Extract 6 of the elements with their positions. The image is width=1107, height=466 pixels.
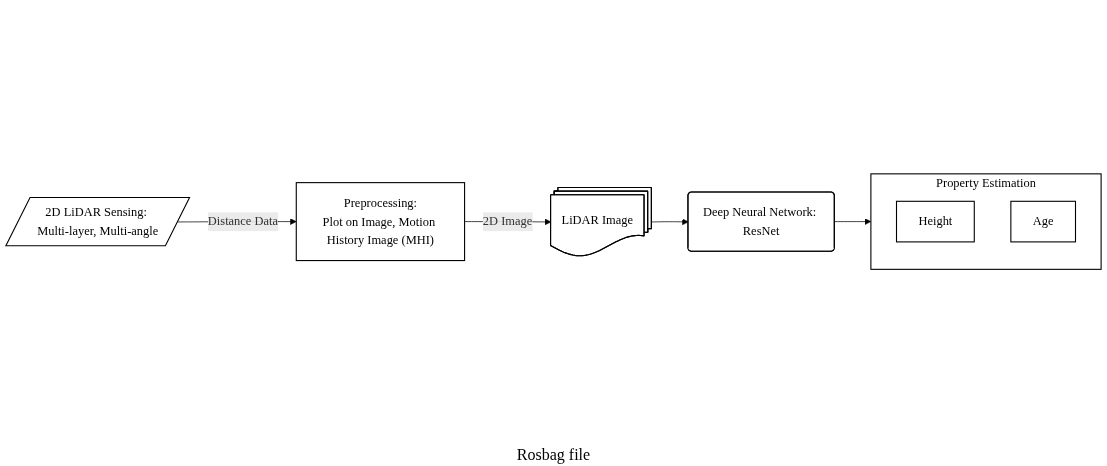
node-box: Age: [1010, 201, 1077, 243]
edge-note: Rosbag file: [516, 446, 591, 463]
edge-label: 2D Image: [482, 214, 533, 229]
node-box: Height: [895, 201, 975, 243]
node-box: Preprocessing: Plot on Image, Motion History Image (MHI): [295, 182, 466, 262]
edge-label: Distance Data: [207, 214, 278, 229]
